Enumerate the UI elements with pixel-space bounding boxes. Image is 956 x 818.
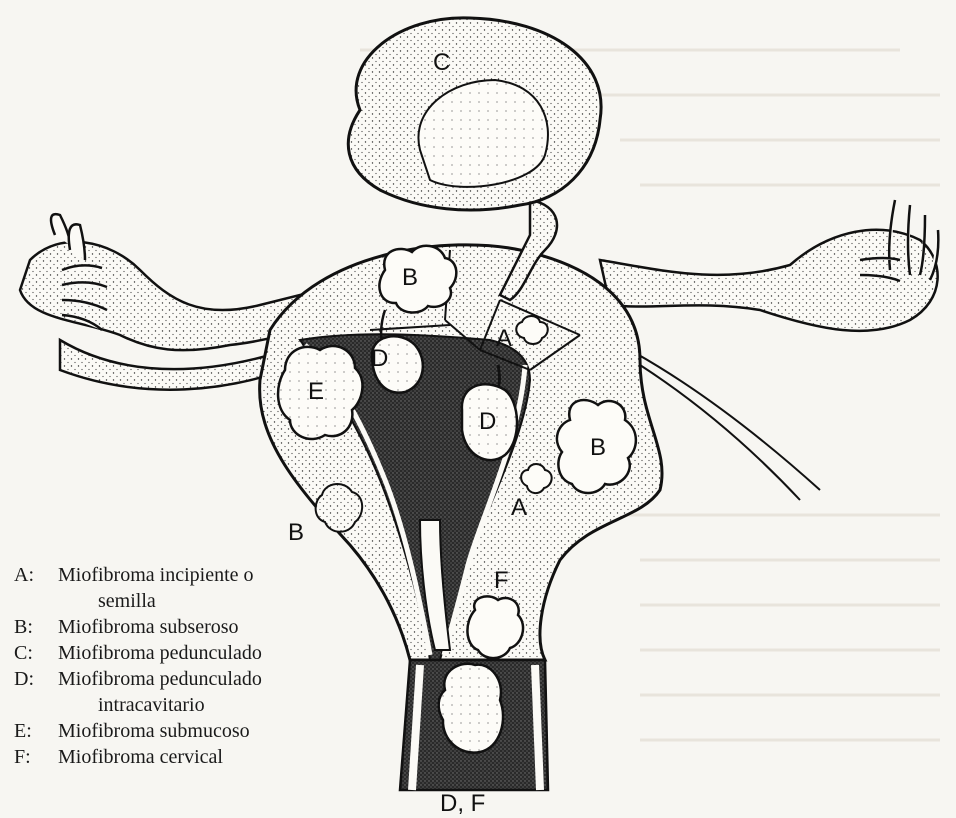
legend-item: D: Miofibroma pedunculado intracavitario [14, 666, 262, 718]
legend-text: Miofibroma cervical [58, 744, 223, 770]
label-f: F [494, 567, 509, 595]
legend-text: Miofibroma pedunculado [58, 640, 262, 666]
legend-key: C: [14, 640, 58, 666]
legend-key: D: [14, 666, 58, 718]
legend-text-continued: intracavitario [58, 692, 262, 718]
legend-item: C: Miofibroma pedunculado [14, 640, 262, 666]
legend-key: F: [14, 744, 58, 770]
label-b-left: B [288, 519, 304, 547]
legend-item: A: Miofibroma incipiente o semilla [14, 562, 262, 614]
legend-text: Miofibroma incipiente o [58, 562, 254, 588]
label-d-mid: D [479, 408, 496, 436]
legend-item: F: Miofibroma cervical [14, 744, 262, 770]
legend-text-continued: semilla [58, 588, 254, 614]
label-a-upper: A [496, 325, 512, 353]
right-fallopian-tube [600, 200, 938, 331]
label-d-left: D [371, 345, 388, 373]
label-c: C [433, 49, 450, 77]
fibroid-df-bottom [439, 664, 503, 753]
label-b-upper: B [402, 264, 418, 292]
label-e: E [308, 378, 324, 406]
label-b-right: B [590, 434, 606, 462]
legend-item: B: Miofibroma subseroso [14, 614, 262, 640]
legend-text: Miofibroma subseroso [58, 614, 239, 640]
legend: A: Miofibroma incipiente o semilla B: Mi… [14, 562, 262, 770]
fibroid-c [348, 18, 601, 210]
legend-text: Miofibroma submucoso [58, 718, 250, 744]
legend-item: E: Miofibroma submucoso [14, 718, 262, 744]
legend-key: A: [14, 562, 58, 614]
legend-text: Miofibroma pedunculado [58, 666, 262, 692]
legend-key: B: [14, 614, 58, 640]
legend-key: E: [14, 718, 58, 744]
label-df-bottom: D, F [440, 790, 485, 818]
label-a-lower: A [511, 494, 527, 522]
